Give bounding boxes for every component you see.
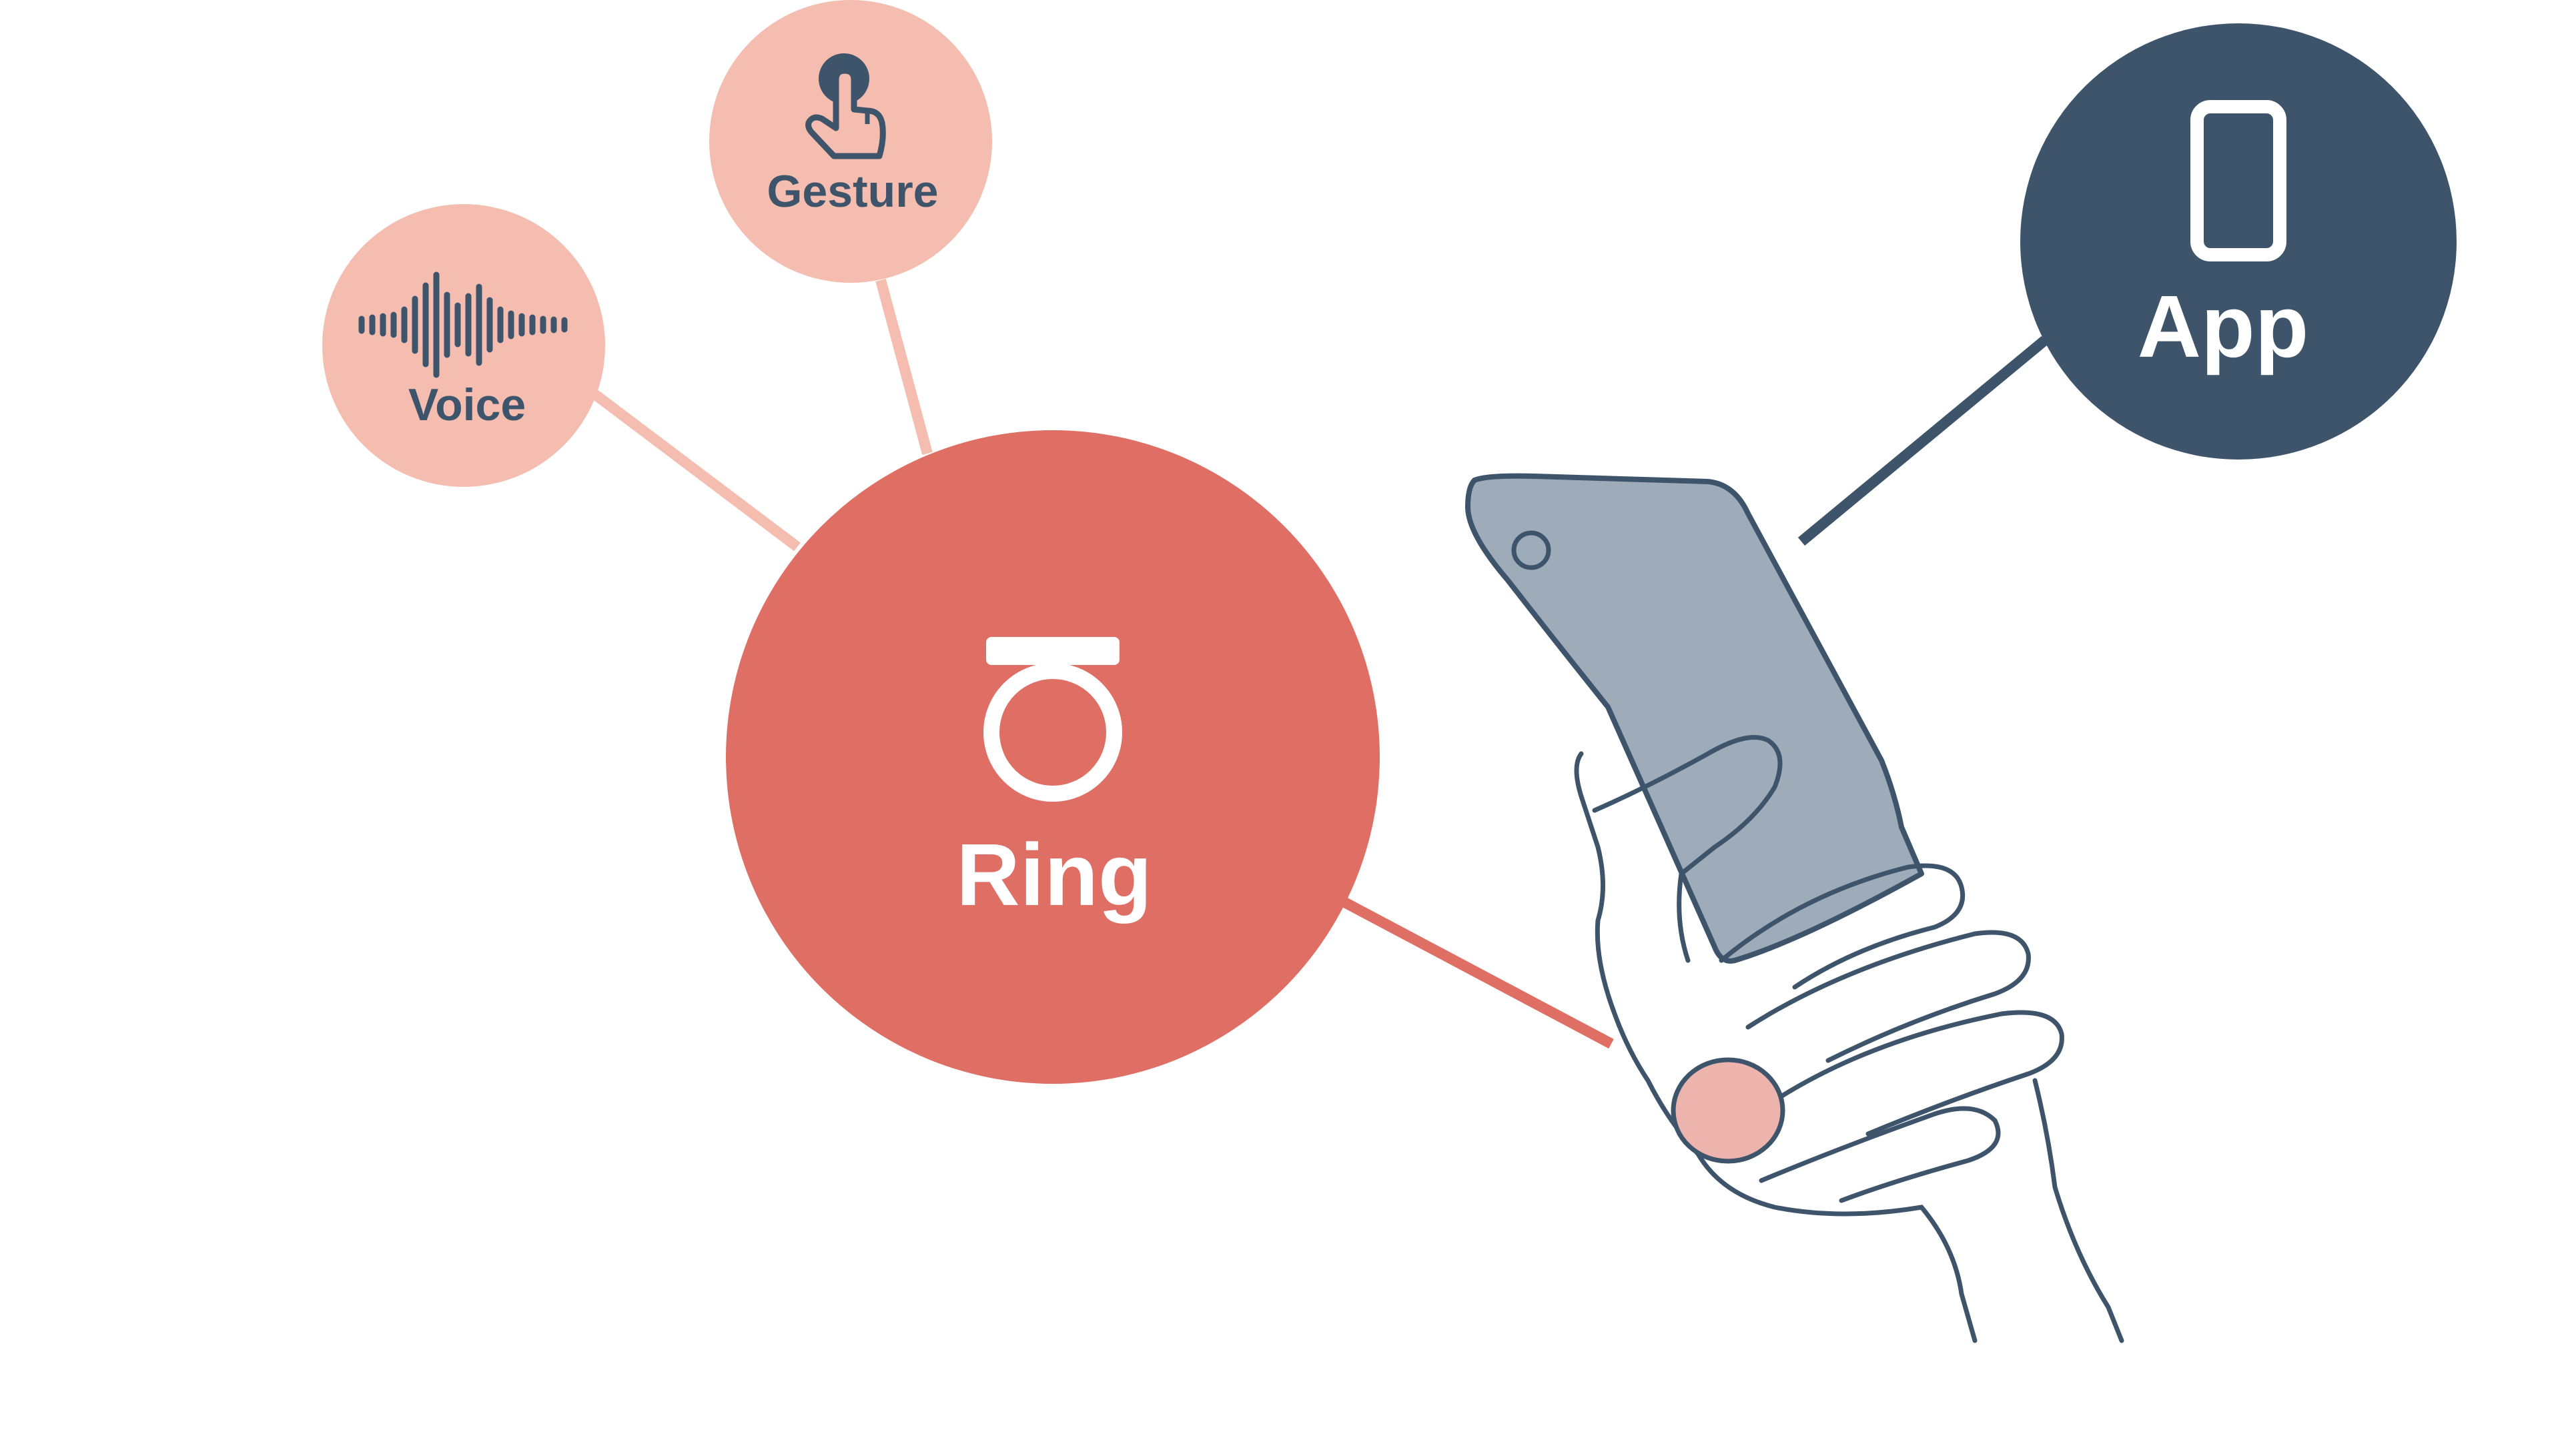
ring-circle (726, 430, 1380, 1084)
phone-camera (1511, 530, 1551, 570)
thumb (1592, 735, 1783, 963)
ring-icon (983, 637, 1122, 802)
palm-edge (1574, 751, 1701, 1157)
gesture-label: Gesture (767, 166, 939, 217)
tap-finger-icon (805, 53, 886, 159)
voice-label: Voice (408, 380, 526, 430)
app-label: App (2138, 277, 2309, 376)
gesture-connector (875, 278, 933, 456)
voice-circle (322, 204, 605, 487)
sound-wave-icon (358, 271, 568, 378)
ring-label: Ring (956, 826, 1152, 924)
finger-2 (1745, 930, 2031, 1063)
finger-1 (1719, 863, 1966, 990)
ring-node: Ring (726, 430, 1380, 1084)
app-node: App (2020, 23, 2457, 460)
hand-holding-phone-icon (1465, 473, 2124, 1343)
hand-bottom (1695, 1151, 1978, 1343)
finger-4 (1759, 1106, 2001, 1203)
phone-body (1465, 473, 1924, 964)
finger-3 (1772, 1010, 2064, 1137)
ring-to-hand-connector (1338, 895, 1614, 1049)
voice-node: Voice (322, 204, 605, 487)
gesture-node: Gesture (709, 0, 992, 283)
worn-ring (1671, 1057, 1785, 1164)
wrist-right (2032, 1078, 2124, 1343)
smartphone-icon (2190, 100, 2286, 261)
voice-connector (590, 389, 801, 552)
app-to-phone-connector (1797, 335, 2049, 546)
app-circle (2020, 23, 2457, 460)
